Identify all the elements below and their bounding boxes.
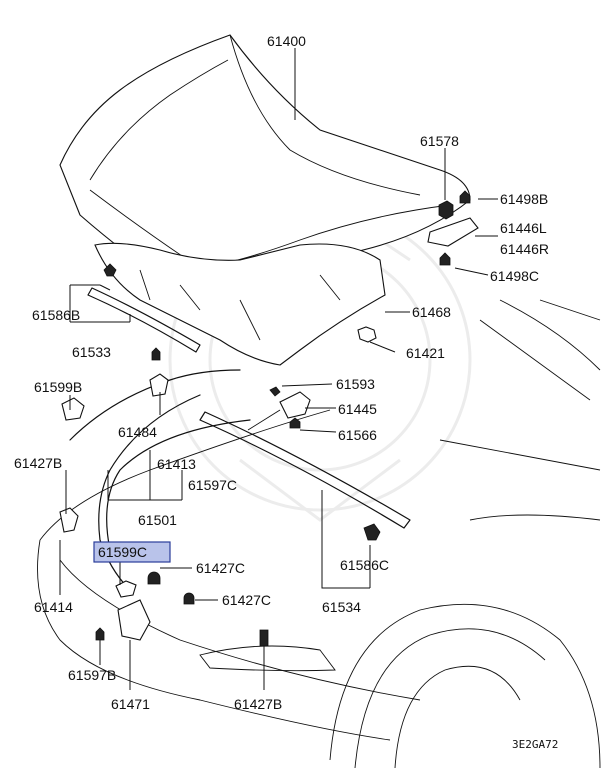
label-61566: 61566: [338, 427, 377, 443]
cable-clip-61484[interactable]: [149, 373, 169, 397]
label-61501: 61501: [138, 512, 177, 528]
label-61471: 61471: [111, 696, 150, 712]
label-61484: 61484: [118, 424, 157, 440]
label-61427C-lower: 61427C: [222, 592, 271, 608]
label-61597C: 61597C: [188, 477, 237, 493]
label-61599B: 61599B: [34, 379, 82, 395]
label-61427C-upper: 61427C: [196, 560, 245, 576]
hood-hinge-assembly[interactable]: [427, 190, 479, 266]
hood-latch-release[interactable]: [247, 386, 311, 431]
hood-insulator-pad[interactable]: [357, 326, 377, 343]
label-61534: 61534: [322, 599, 361, 615]
label-61593: 61593: [336, 376, 375, 392]
label-61578: 61578: [420, 133, 459, 149]
label-61533: 61533: [72, 344, 111, 360]
highlight-61599C[interactable]: 61599C: [93, 541, 171, 563]
hood-bumper-rear-icon: [363, 523, 381, 541]
label-61421: 61421: [406, 345, 445, 361]
label-61597B: 61597B: [68, 667, 116, 683]
label-61427B-top: 61427B: [14, 455, 62, 471]
hood-bumper-front-icon: [103, 263, 117, 277]
bolt-61597B-icon: [95, 627, 105, 641]
label-61498C: 61498C: [490, 268, 539, 284]
label-61586B: 61586B: [32, 307, 80, 323]
hood-lock-61471[interactable]: [117, 599, 151, 641]
label-61586C: 61586C: [340, 557, 389, 573]
label-61446L: 61446L: [500, 220, 547, 236]
label-61599C: 61599C: [98, 544, 147, 560]
cable-clip-61599B[interactable]: [61, 397, 85, 421]
label-61446R: 61446R: [500, 241, 549, 257]
label-61468: 61468: [412, 304, 451, 320]
label-61427B-bottom: 61427B: [234, 696, 282, 712]
label-61445: 61445: [338, 401, 377, 417]
cable-link-61599C[interactable]: [115, 580, 137, 598]
label-61498B: 61498B: [500, 191, 548, 207]
hood-release-handle[interactable]: [59, 507, 79, 533]
label-61400: 61400: [267, 33, 306, 49]
clip-61427C-b-icon: [183, 592, 195, 605]
clip-61427B-icon: [259, 629, 269, 647]
leader-lines: [59, 48, 498, 690]
clip-61427C-a-icon: [147, 571, 161, 585]
label-61414: 61414: [34, 599, 73, 615]
bolt-61484-icon: [151, 347, 161, 361]
hood-weatherstrip[interactable]: [199, 411, 411, 529]
hood-panel[interactable]: [59, 34, 471, 366]
label-61413: 61413: [157, 456, 196, 472]
hood-seal-front[interactable]: [87, 287, 201, 353]
diagram-code: 3E2GA72: [512, 738, 558, 751]
